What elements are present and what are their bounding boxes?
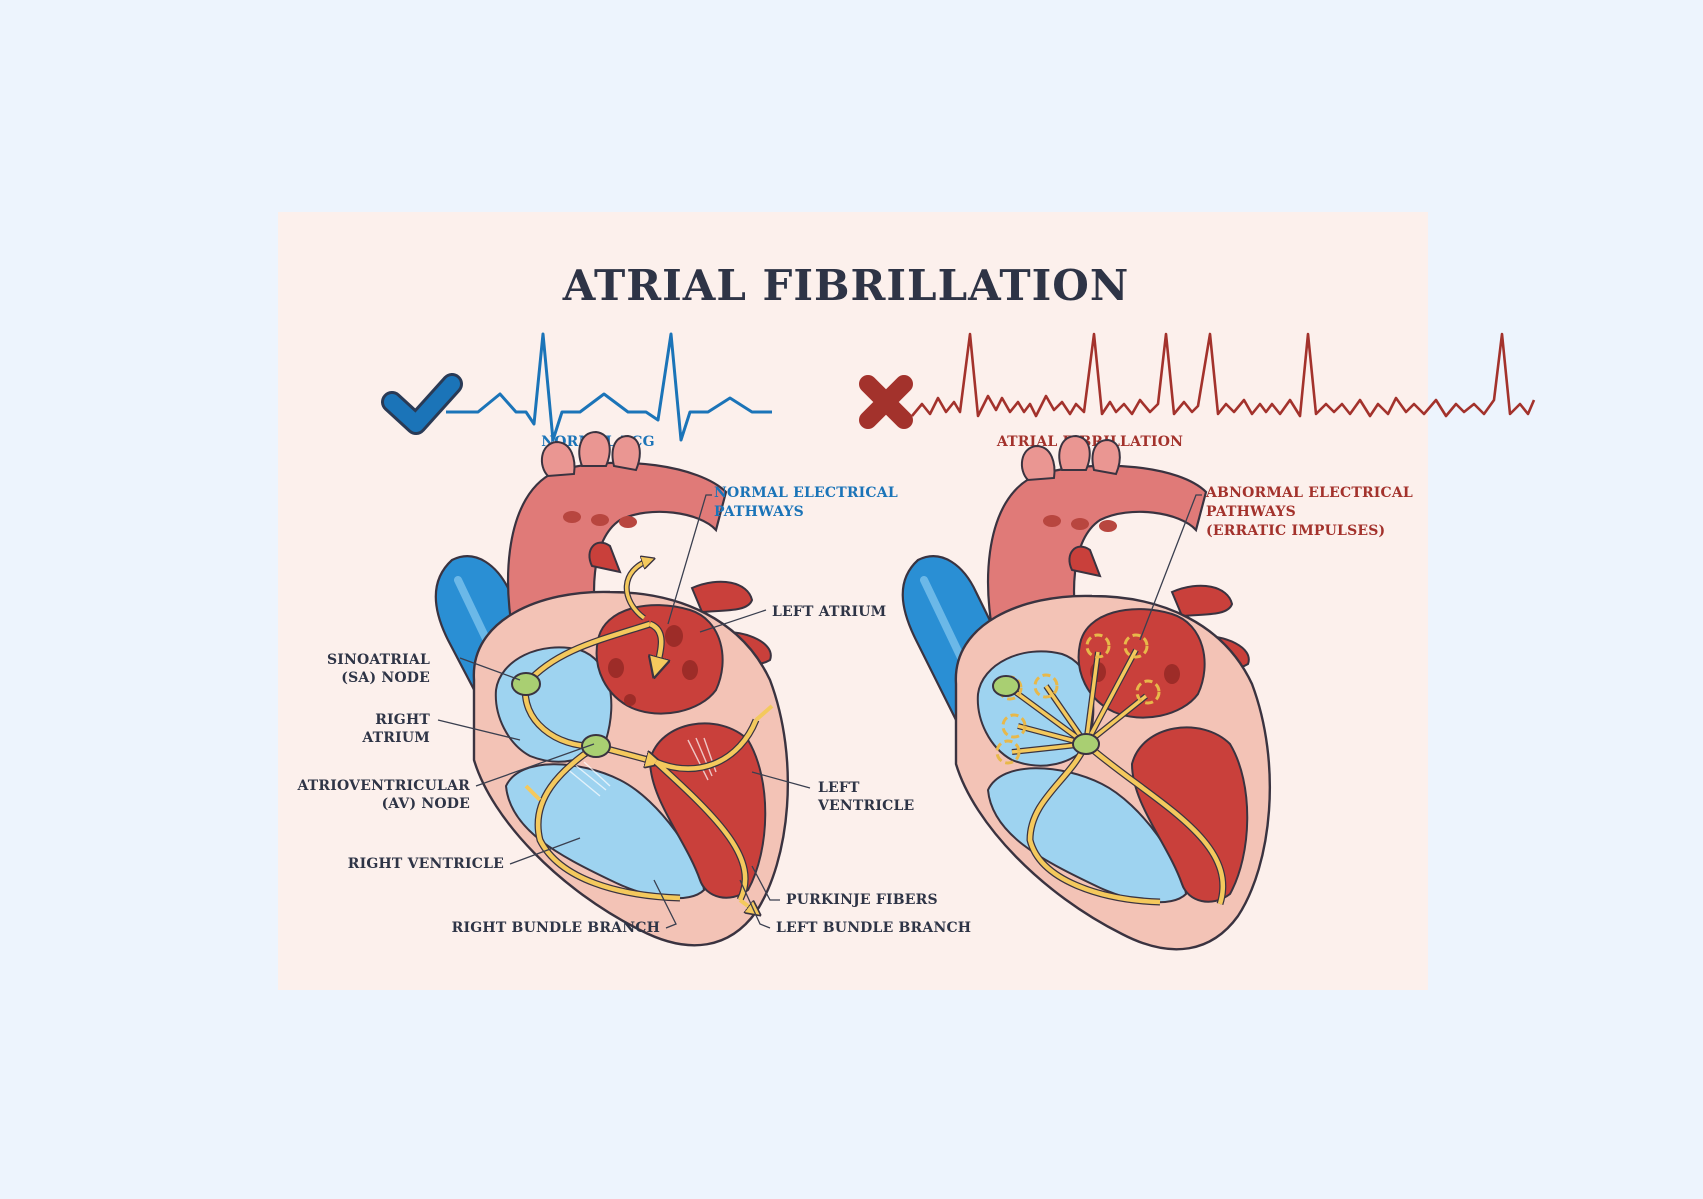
purkinje-fibers-label: PURKINJE FIBERS	[786, 892, 938, 908]
abnormal-pathways-label-3: (ERRATIC IMPULSES)	[1206, 523, 1385, 539]
right-ventricle-label: RIGHT VENTRICLE	[348, 856, 504, 872]
left-bundle-branch-label: LEFT BUNDLE BRANCH	[776, 920, 971, 936]
afib-av-node-marker	[1072, 733, 1100, 755]
infographic-title: ATRIAL FIBRILLATION	[562, 261, 1130, 310]
right-bundle-branch-label: RIGHT BUNDLE BRANCH	[452, 920, 660, 936]
normal-heart	[434, 430, 789, 947]
sa-node-label-2: (SA) NODE	[341, 670, 430, 686]
left-ventricle-label-2: VENTRICLE	[817, 798, 914, 814]
normal-ecg-trace	[446, 332, 772, 442]
abnormal-pathways-label: ABNORMAL ELECTRICAL	[1205, 485, 1413, 501]
left-ventricle-label: LEFT	[818, 780, 860, 796]
afib-ecg-label: ATRIAL FIBRILLATION	[996, 434, 1183, 450]
left-atrium-label: LEFT ATRIUM	[772, 604, 886, 620]
av-node-label-2: (AV) NODE	[382, 796, 470, 812]
right-atrium-label-2: ATRIUM	[361, 730, 430, 746]
afib-ecg-trace	[911, 332, 1536, 418]
normal-pathways-label-2: PATHWAYS	[714, 504, 804, 520]
afib-sa-node-marker	[992, 675, 1020, 697]
afib-heart	[901, 434, 1271, 951]
checkmark-icon	[381, 373, 463, 435]
sa-node-label: SINOATRIAL	[327, 652, 430, 668]
right-atrium-label: RIGHT	[375, 712, 430, 728]
abnormal-pathways-label-2: PATHWAYS	[1206, 504, 1296, 520]
av-node-label: ATRIOVENTRICULAR	[297, 778, 471, 794]
cross-icon	[859, 375, 913, 429]
leader-lines	[437, 494, 1202, 929]
normal-pathways-label: NORMAL ELECTRICAL	[714, 485, 898, 501]
av-node-marker	[581, 734, 611, 758]
sa-node-marker	[511, 672, 541, 696]
